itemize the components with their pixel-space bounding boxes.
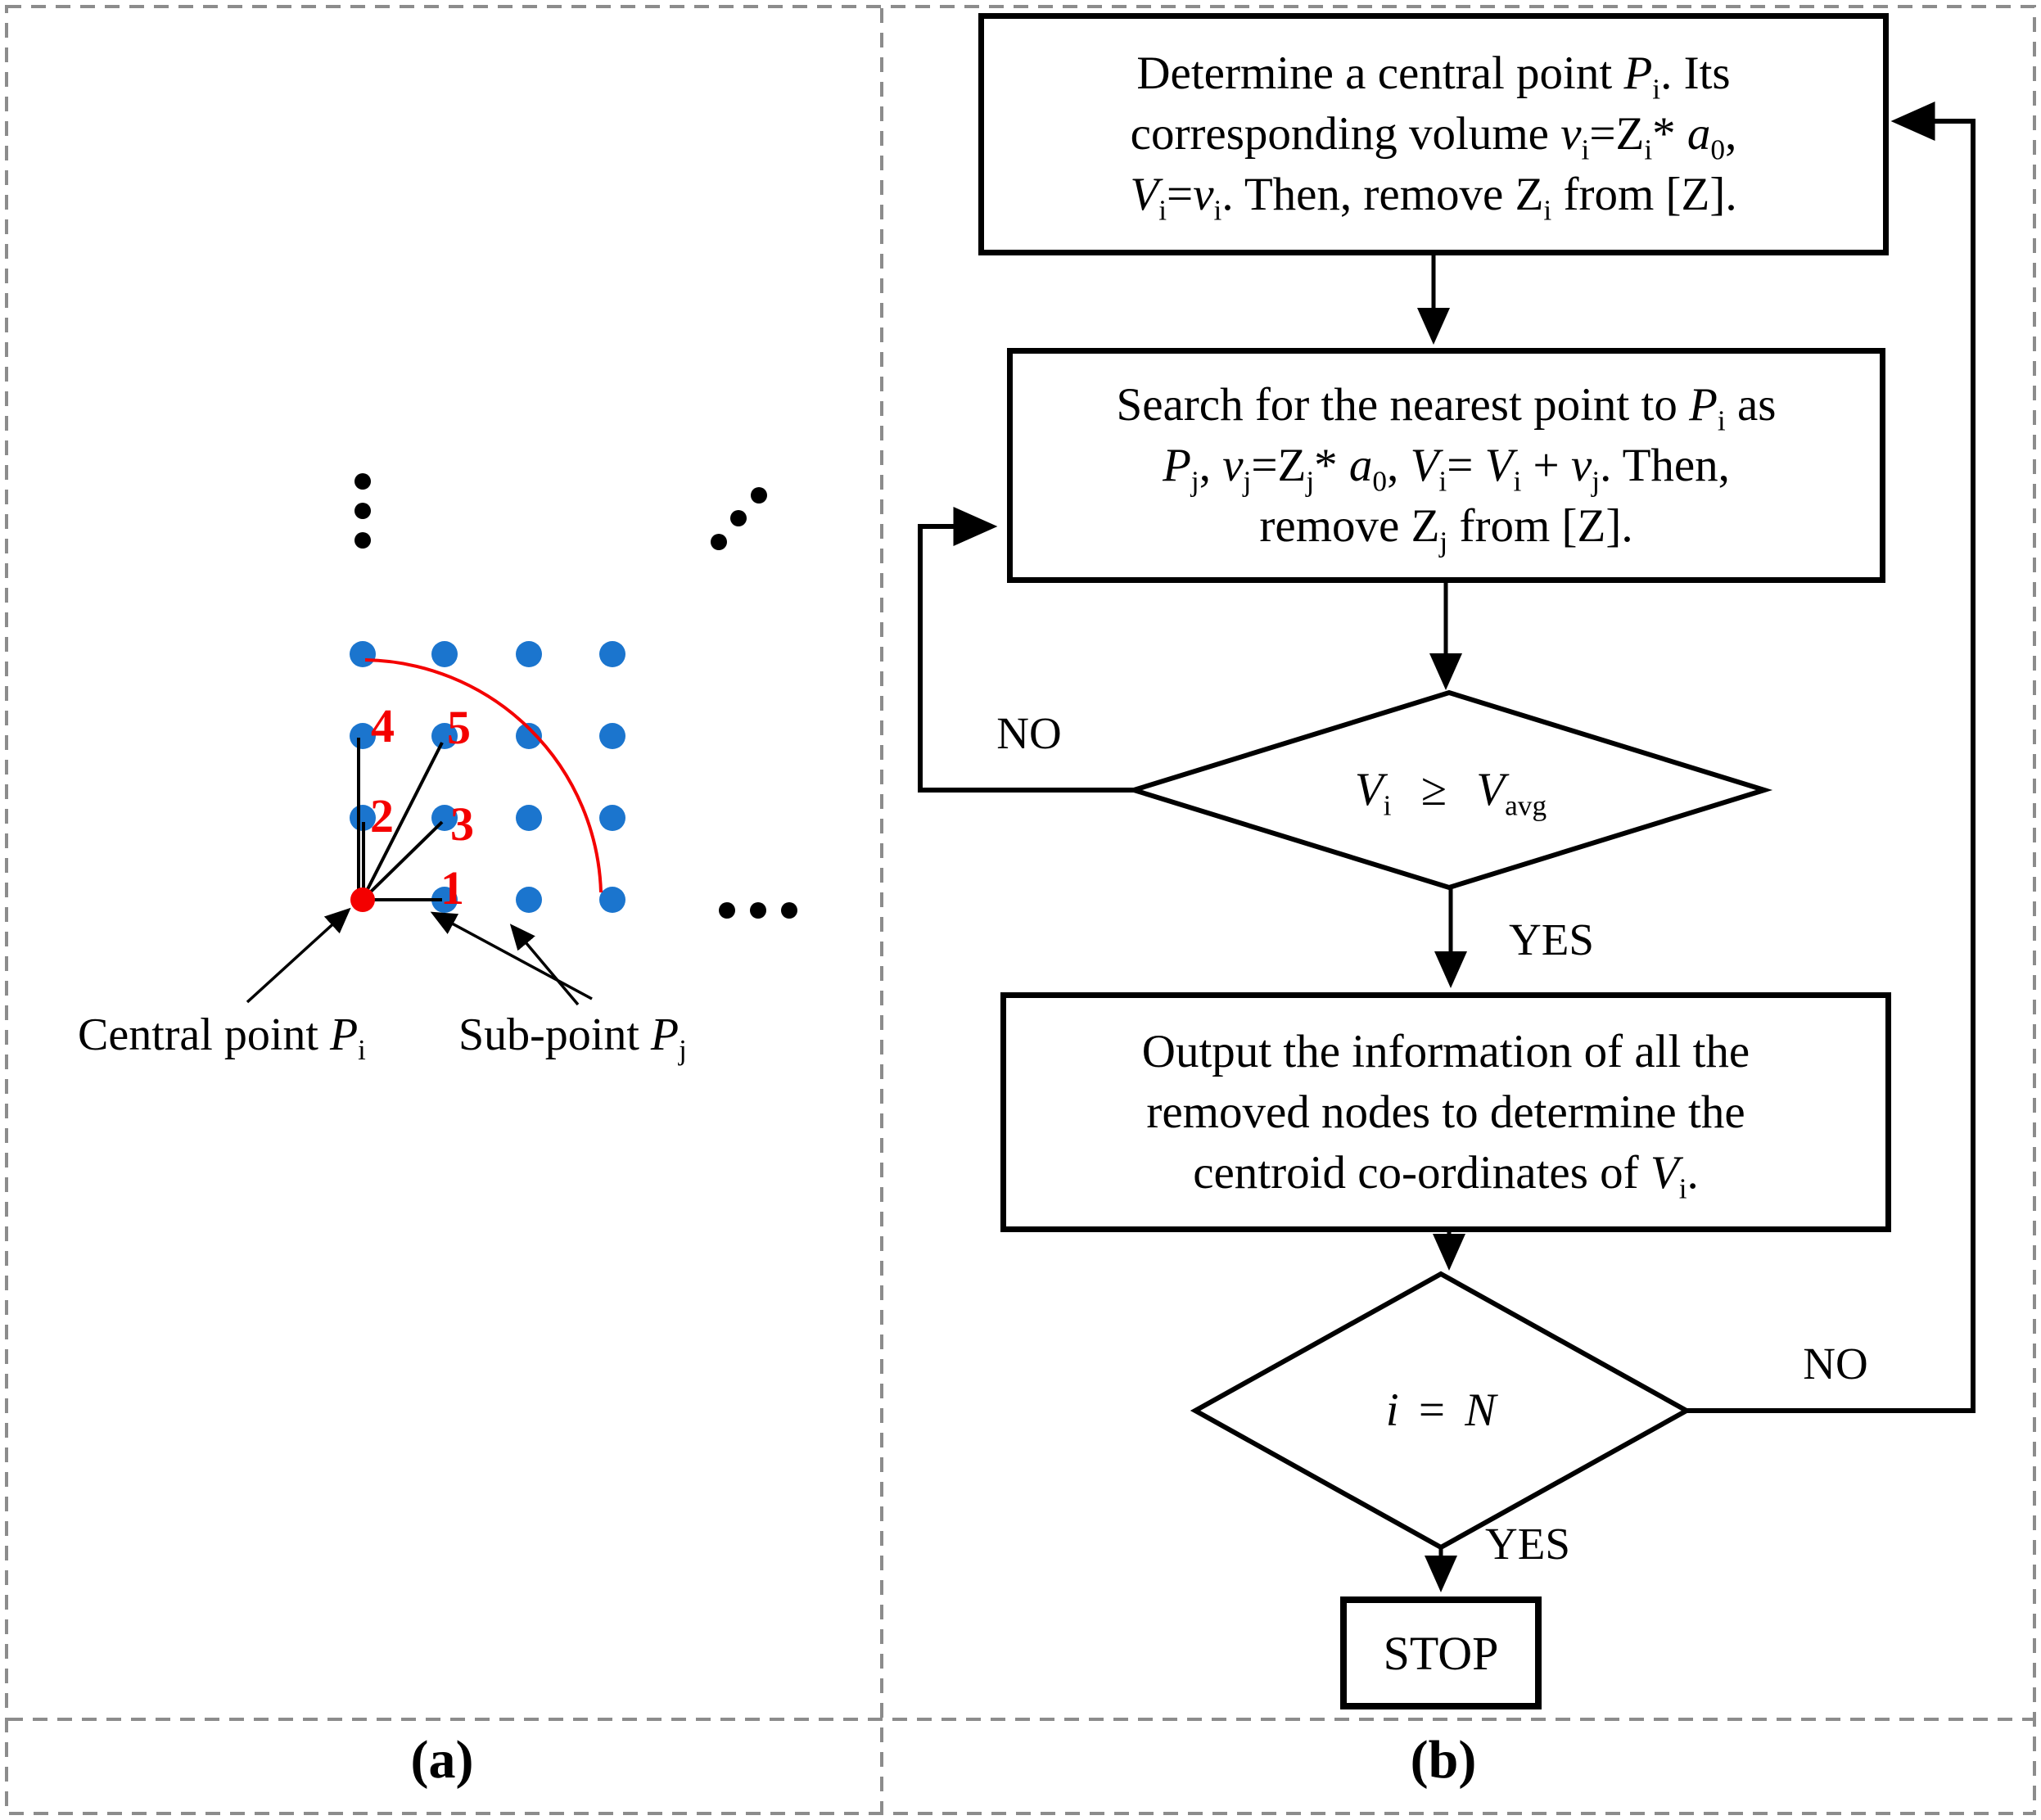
point-label-5: 5 <box>447 701 471 754</box>
caption-panel-b: (b) <box>1410 1730 1477 1790</box>
horizontal-ellipsis-dots <box>719 902 797 919</box>
box3-line2: removed nodes to determine the <box>1146 1086 1745 1138</box>
flow-box-stop: STOP <box>1340 1596 1542 1709</box>
decision2-yes-label: YES <box>1485 1519 1570 1569</box>
decision1-yes-label: YES <box>1509 915 1594 964</box>
neighbour-links <box>357 738 444 901</box>
decision2-text: i = N <box>1385 1384 1497 1436</box>
vertical-ellipsis-dots <box>354 473 371 549</box>
decision2-no-label: NO <box>1803 1339 1868 1389</box>
flow-box-output-information: Output the information of all the remove… <box>1000 992 1891 1232</box>
point-label-4: 4 <box>371 699 395 752</box>
annotation-arrows <box>246 907 593 1006</box>
decision1-text: Vi ≥ Vavg <box>1354 764 1547 822</box>
point-label-3: 3 <box>450 797 474 851</box>
no-loop-decision2 <box>1687 102 1976 1413</box>
sub-point-label: Sub-point Pj <box>458 1009 687 1067</box>
caption-panel-a: (a) <box>410 1730 474 1790</box>
decision1-diamond <box>1125 689 1773 891</box>
box3-line3: centroid co-ordinates of Vi. <box>1193 1146 1699 1204</box>
flow-connectors <box>1417 255 1467 1593</box>
sub-point-arrow-1 <box>430 911 593 1000</box>
stop-label: STOP <box>1383 1626 1499 1680</box>
flow-box-search-nearest-point: Search for the nearest point to Pi as Pj… <box>1007 348 1885 583</box>
central-point-arrow <box>246 907 351 1004</box>
central-point-label: Central point Pi <box>78 1009 366 1067</box>
no-loop-decision1 <box>918 507 1134 793</box>
sub-point-arrow-2 <box>509 924 580 1006</box>
box2-line2: Pj, vj=Zj* a0, Vi= Vi + vj. Then, <box>1163 439 1730 497</box>
point-label-1: 1 <box>440 861 464 915</box>
diagonal-ellipsis-dots <box>711 487 767 550</box>
search-radius-arc <box>364 658 603 893</box>
outer-dashed-border <box>5 5 2036 1815</box>
box3-line1: Output the information of all the <box>1141 1025 1750 1077</box>
flow-box-determine-central-point: Determine a central point Pi. Its corres… <box>978 13 1889 255</box>
decision2-diamond <box>1190 1271 1692 1551</box>
box1-line2: corresponding volume vi=Zi* a0, <box>1130 108 1737 166</box>
central-point-dot <box>350 887 375 912</box>
box1-line3: Vi=vi. Then, remove Zi from [Z]. <box>1130 169 1737 227</box>
point-label-2: 2 <box>370 789 394 842</box>
decision1-no-label: NO <box>996 708 1062 758</box>
box1-line1: Determine a central point Pi. Its <box>1136 47 1731 106</box>
box2-line1: Search for the nearest point to Pi as <box>1116 378 1777 436</box>
box2-line3: remove Zj from [Z]. <box>1259 499 1633 558</box>
flow-loops <box>918 102 1976 1413</box>
grid-blue-dots <box>350 641 625 913</box>
